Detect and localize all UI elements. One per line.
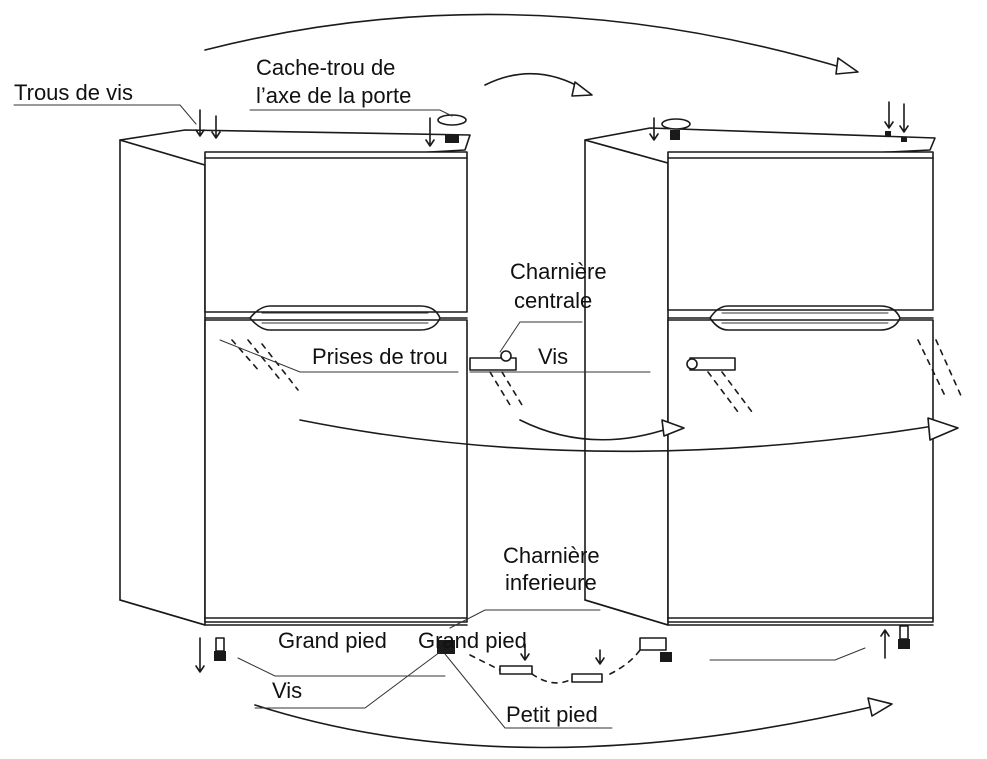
left-fridge	[119, 129, 471, 626]
label-center-hinge-line2: centrale	[514, 288, 592, 313]
label-screw-bottom: Vis	[272, 678, 302, 703]
label-large-foot-1: Grand pied	[278, 628, 387, 653]
label-small-foot: Petit pied	[506, 702, 598, 727]
swap-arrows	[204, 13, 959, 749]
label-large-foot-2: Grand pied	[418, 628, 527, 653]
label-center-hinge-line1: Charnière	[510, 259, 607, 284]
bottom-hinge-parts	[195, 625, 910, 684]
right-fridge	[584, 127, 936, 626]
label-hinge-cover-line1: Cache-trou de	[256, 55, 395, 80]
label-hole-plugs: Prises de trou	[312, 344, 448, 369]
label-screw-center: Vis	[538, 344, 568, 369]
labels: Trous de vis Cache-trou de l’axe de la p…	[14, 55, 607, 727]
label-lower-hinge-line2: inferieure	[505, 570, 597, 595]
leader-lines	[13, 104, 866, 729]
middle-hinge-parts	[231, 339, 963, 413]
label-screw-holes: Trous de vis	[14, 80, 133, 105]
label-hinge-cover-line2: l’axe de la porte	[256, 83, 411, 108]
label-lower-hinge-line1: Charnière	[503, 543, 600, 568]
top-hinge-parts	[195, 101, 909, 147]
